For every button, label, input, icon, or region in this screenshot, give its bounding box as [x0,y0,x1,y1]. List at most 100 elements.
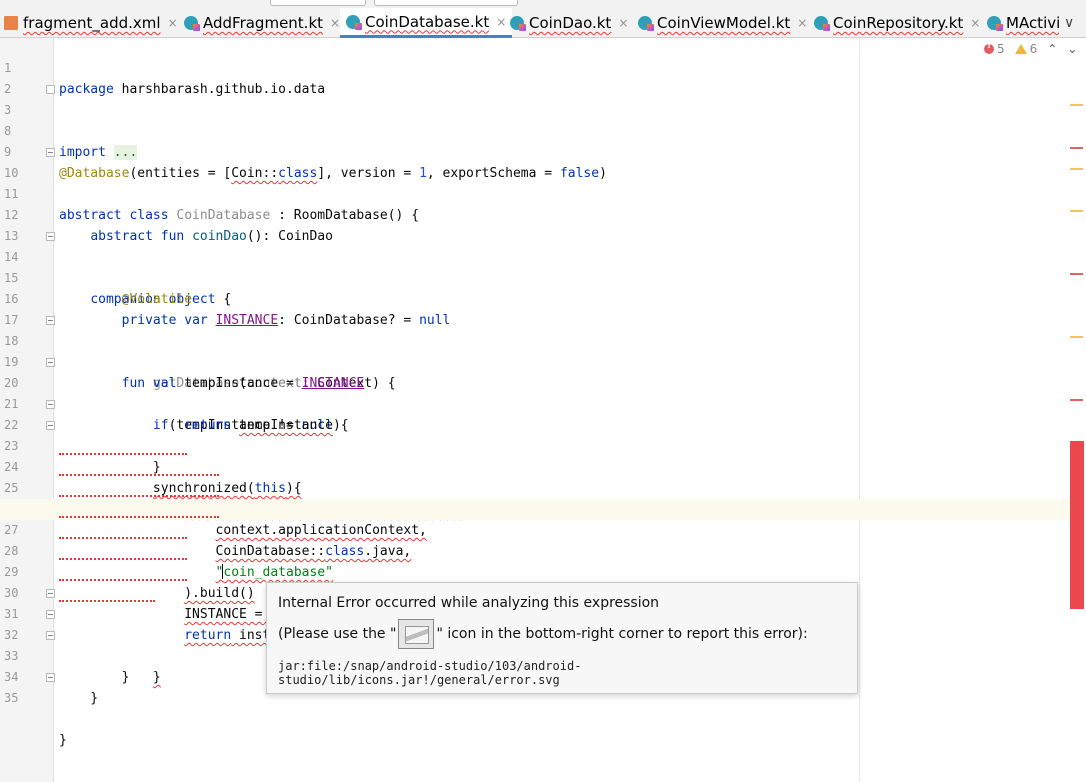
line-number: 19 [4,355,19,369]
line-number: 27 [4,523,19,537]
tabs-overflow-chevron-icon[interactable]: ∨ [1064,15,1075,31]
line-number: 25 [4,481,19,495]
tab-coindao-kt[interactable]: CoinDao.kt × [510,8,628,38]
close-icon[interactable]: × [167,16,178,30]
fold-collapse-icon[interactable] [46,358,55,367]
fold-collapse-icon[interactable] [46,232,55,241]
tab-coinviewmodel-kt[interactable]: CoinViewModel.kt × [638,8,807,38]
fold-collapse-icon[interactable] [46,673,55,682]
kotlin-class-icon [510,16,526,31]
error-stripe-marker[interactable] [1070,399,1083,401]
error-stripe-marker[interactable] [1070,147,1083,149]
code-line[interactable]: 15 @Volatile [0,247,1070,307]
code-line[interactable]: 33 } [0,625,1070,706]
tab-coindatabase-kt[interactable]: CoinDatabase.kt × [340,8,513,38]
close-icon[interactable]: × [970,16,981,30]
tooltip-icon-path: jar:file:/snap/android-studio/103/androi… [278,659,582,687]
line-number: 21 [4,397,19,411]
code-text: ).build() [184,586,255,601]
code-line[interactable]: 11 [0,163,1070,201]
tab-label: MActivi [1006,14,1059,32]
code-line[interactable]: 32 } [0,604,1070,685]
fold-collapse-icon[interactable] [46,631,55,640]
right-margin-guide [859,38,860,782]
fold-collapse-icon[interactable] [46,421,55,430]
line-number: 22 [4,418,19,432]
line-number: 11 [4,187,19,201]
line-number: 12 [4,208,19,222]
warning-stripe-marker[interactable] [1070,210,1083,212]
code-line[interactable]: 35 } [0,667,1070,748]
warning-stripe-marker[interactable] [1070,168,1083,170]
tab-addfragment-kt[interactable]: AddFragment.kt × [184,8,340,38]
code-text: private var INSTANCE: CoinDatabase? = nu… [121,313,451,328]
xml-file-icon [4,16,18,30]
inspection-widget[interactable]: 5 6 ⌃ ⌄ [984,41,1078,56]
line-number-gutter[interactable] [0,38,54,782]
code-line[interactable]: 18 fun getDatabase(context: Context) { [0,310,1070,391]
editor-tab-bar: fragment_add.xml × AddFragment.kt × Coin… [0,8,1086,38]
code-line[interactable]: 31 } [0,583,1070,685]
code-line[interactable]: 22 } [0,394,1070,475]
run-config-dropdown[interactable] [270,0,366,6]
error-underline [59,516,219,519]
code-line[interactable]: 16 private var INSTANCE: CoinDatabase? =… [0,268,1070,328]
code-line[interactable]: 2 [0,58,1070,96]
code-line[interactable]: 23 synchronized(this){ [0,415,1070,496]
code-line[interactable]: 12 abstract fun coinDao(): CoinDao [0,184,1070,244]
line-number: 33 [4,649,19,663]
chevron-up-icon[interactable]: ⌃ [1047,42,1058,56]
code-line[interactable]: 34 [0,646,1070,684]
code-text: } [152,670,161,685]
code-line[interactable]: 17 [0,289,1070,327]
broken-image-icon [398,619,435,649]
code-line[interactable]: 14 companion object { [0,226,1070,307]
code-line[interactable]: 26 CoinDatabase::class.java, [0,478,1070,559]
code-line[interactable]: 25 context.applicationContext, [0,457,1070,538]
code-line[interactable]: 10 abstract class CoinDatabase : RoomDat… [0,142,1070,223]
kotlin-class-icon [987,16,1003,31]
close-icon[interactable]: × [618,16,629,30]
close-icon[interactable]: × [797,16,808,30]
code-line[interactable]: 9 @Database(entities = [Coin::class], ve… [0,121,1070,181]
warning-stripe-marker[interactable] [1070,336,1083,338]
code-line[interactable]: 28 ).build() [0,520,1070,601]
code-line[interactable]: 21 return tempInstance [0,373,1070,433]
code-line[interactable]: 13 [0,205,1070,243]
fold-collapse-icon[interactable] [46,610,55,619]
line-number: 35 [4,691,19,705]
line-number: 2 [4,82,12,96]
code-line[interactable]: 20 if(tempInstance != null){ [0,352,1070,433]
fold-expand-icon[interactable] [46,85,55,94]
error-stripe-block[interactable] [1070,441,1084,609]
error-underline [59,558,187,561]
device-dropdown[interactable] [374,0,518,6]
error-underline [59,537,187,540]
tooltip-text: (Please use the " [278,626,397,642]
code-line-current[interactable]: 27 "coin_database" [0,499,1070,580]
error-stripe-marker[interactable] [1070,273,1083,275]
code-text: val tempInstance = INSTANCE [152,376,365,391]
code-line[interactable]: 1 package harshbarash.github.io.data [0,37,1070,97]
code-line[interactable]: 19 val tempInstance = INSTANCE [0,331,1070,391]
error-underline [59,474,219,477]
code-line[interactable]: 30 return instance [0,562,1070,643]
fold-collapse-icon[interactable] [46,400,55,409]
code-text: abstract fun coinDao(): CoinDao [90,229,333,244]
fold-collapse-icon[interactable] [46,316,55,325]
close-icon[interactable]: × [330,16,341,30]
line-number: 20 [4,376,19,390]
code-line[interactable]: 24 val instance = Room.databaseBuilder( [0,436,1070,517]
tab-mainactivity-kt[interactable]: MActivi [987,8,1059,38]
tab-coinrepository-kt[interactable]: CoinRepository.kt × [814,8,980,38]
warning-stripe-marker[interactable] [1070,104,1083,106]
tab-fragment-add-xml[interactable]: fragment_add.xml × [4,8,178,38]
code-line[interactable]: 8 [0,100,1070,138]
code-line[interactable]: 3 import ... [0,79,1070,160]
fold-collapse-icon[interactable] [46,148,55,157]
line-number: 18 [4,334,19,348]
chevron-down-icon[interactable]: ⌄ [1067,42,1078,56]
close-icon[interactable]: × [496,14,507,29]
code-line[interactable]: 29 INSTANCE = instance [0,541,1070,622]
fold-collapse-icon[interactable] [46,589,55,598]
